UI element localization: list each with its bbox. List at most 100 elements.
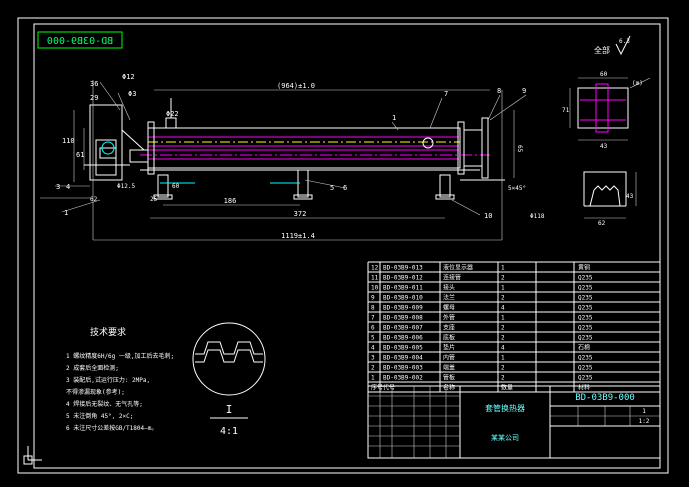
side-dim-43b: 43 [626,193,634,200]
dim-phi22: Φ22 [166,110,179,118]
bom-cell: 2 [501,325,505,332]
bom-cell: 黄铜 [578,264,590,272]
bom-cell: 管板 [443,374,455,382]
roughness-symbol [615,35,631,56]
note-6: 5 未注倒角 45°, 2×C; [66,412,133,420]
bom-cell: 5 [371,335,375,342]
dim-phi12-5: Φ12.5 [117,183,135,190]
dim-60: 60 [172,183,180,190]
bom-cell: 10 [371,285,379,292]
bom-cell: BD-03B9-011 [383,285,423,292]
bom-cell: Q235 [578,325,593,332]
bom-cell: BD-03B9-013 [383,265,423,272]
dim-phi3: Φ3 [128,90,136,98]
technical-notes: 技术要求 1 螺纹精度6H/6g 一级,加工后去毛刺; 2 成套后全面检测; 3… [66,326,174,432]
bom-cell: Q235 [578,375,593,382]
bom-header: 材料 [578,384,590,392]
bom-cell: 2 [501,335,505,342]
dim-overall-bottom: 1119±1.4 [281,232,315,240]
bom-cell: 外管 [443,314,455,322]
detail-scale: 4:1 [220,426,238,437]
dim-phi118: Φ118 [530,213,545,220]
side-dim-60: 60 [600,71,608,78]
dim-61: 61 [76,151,84,159]
balloon-8: 8 [497,87,501,95]
bom-cell: 1 [371,375,375,382]
balloon-6: 6 [343,184,347,192]
mirrored-drawing-number: BD-03B9-000 [47,36,113,47]
bom-cell: Q235 [578,275,593,282]
bom-header: 代号 [383,384,395,392]
balloon-1: 1 [64,209,68,217]
side-dim-43: 43 [600,143,608,150]
balloon-1b: 1 [392,114,396,122]
title-company: 某某公司 [491,434,519,442]
bom-cell: 2 [501,275,505,282]
roughness-label: 全部 [594,45,610,55]
dim-29: 29 [90,94,98,102]
dim-62: 62 [90,196,98,203]
mirrored-number-box [37,31,123,49]
side-dim-m: (m) [632,80,643,87]
bom-cell: Q235 [578,355,593,362]
bom-cell: 1 [501,265,505,272]
bom-cell: 4 [501,305,505,312]
bom-cell: 2 [501,375,505,382]
bom-cell: BD-03B9-004 [383,355,423,362]
bom-cell: Q235 [578,285,593,292]
bom-cell: Q235 [578,365,593,372]
dim-372: 372 [294,210,307,218]
bom-cell: 4 [371,345,375,352]
title-number: BD-03B9-000 [575,393,635,403]
title-sheet: 1 [642,408,646,415]
dim-110: 110 [62,137,75,145]
bom-cell: 1 [501,355,505,362]
dim-overall-top: (964)±1.0 [277,82,315,90]
bom-cell: 连接管 [443,274,461,282]
balloon-4: 4 [66,183,70,191]
balloon-3: 3 [56,183,60,191]
bom-cell: BD-03B9-006 [383,335,423,342]
bom-cell: Q235 [578,315,593,322]
bom-cell: BD-03B9-007 [383,325,423,332]
ucs-icon [23,446,42,465]
bom-cell: BD-03B9-003 [383,365,423,372]
note-2: 2 成套后全面检测; [66,364,119,372]
bom-cell: 7 [371,315,375,322]
dim-36: 36 [90,80,98,88]
bom-cell: 3 [371,355,375,362]
note-1: 1 螺纹精度6H/6g 一级,加工后去毛刺; [66,352,174,360]
bom-cell: 垫片 [443,344,455,352]
bom-cell: 8 [371,305,375,312]
note-4: 不得渗漏现象(参考); [66,388,125,396]
bom-cell: 2 [501,295,505,302]
side-view: 60 43 71 (m) 62 43 [562,71,651,227]
bom-header: 名称 [443,384,455,392]
bom-cell: 液位显示器 [443,264,473,272]
detail-view: I 4:1 [192,322,266,437]
bom-cell: 9 [371,295,375,302]
dim-phi12: Φ12 [122,73,135,81]
bom-cell: BD-03B9-012 [383,275,423,282]
balloon-7: 7 [444,90,448,98]
bom-cell: 端盖 [443,364,455,372]
bom-cell: 法兰 [443,294,455,302]
outer-frame [17,17,669,474]
bom-cell: 石棉 [578,344,590,352]
bom-cell: BD-03B9-009 [383,305,423,312]
bom-cell: 6 [371,325,375,332]
title-scale: 1:2 [639,418,650,425]
dim-5x45: 5×45° [508,185,526,192]
bom-cell: Q235 [578,295,593,302]
note-3: 3 装配后,试运行压力: 2MPa, [66,376,150,384]
notes-title: 技术要求 [90,326,126,338]
bom-cell: 底板 [443,334,455,342]
bom-cell: BD-03B9-005 [383,345,423,352]
bom-cell: 内管 [443,354,455,362]
title-block: 套管换热器 某某公司 BD-03B9-000 1:2 1 [367,385,661,459]
dim-186: 186 [224,197,237,205]
balloon-5: 5 [330,184,334,192]
note-5: 4 焊接后无裂纹、无气孔等; [66,400,143,408]
balloon-9: 9 [522,87,526,95]
